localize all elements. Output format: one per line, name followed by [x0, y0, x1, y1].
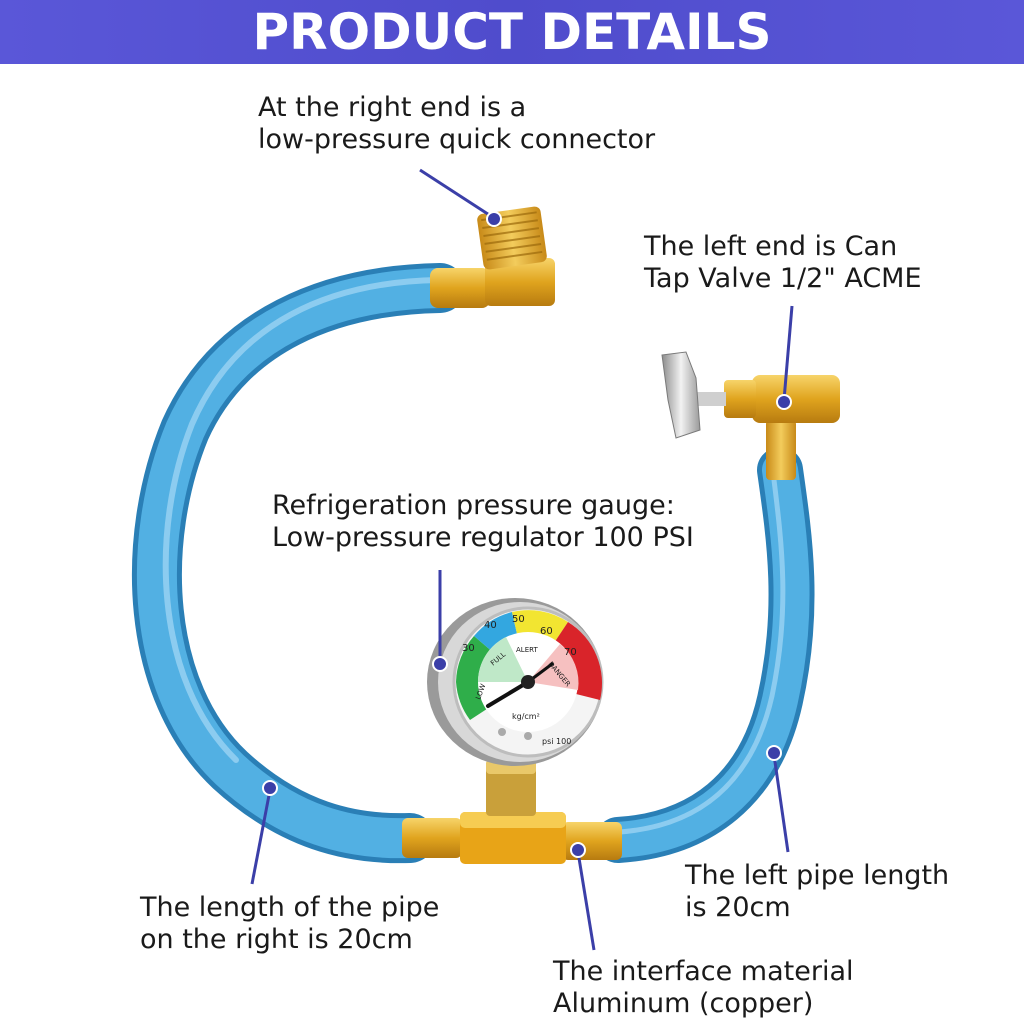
callout-left-pipe-line2: is 20cm	[685, 892, 791, 923]
callout-interface-line1: The interface material	[553, 956, 854, 987]
banner-title: PRODUCT DETAILS	[252, 3, 772, 61]
callout-lines	[250, 168, 794, 951]
callout-gauge-line2: Low-pressure regulator 100 PSI	[272, 522, 694, 553]
callout-gauge: Refrigeration pressure gauge: Low-pressu…	[272, 490, 694, 554]
callout-left-end-line2: Tap Valve 1/2" ACME	[644, 263, 922, 294]
can-tap-valve	[661, 351, 840, 480]
callout-gauge-line1: Refrigeration pressure gauge:	[272, 490, 675, 521]
callout-left-end-line1: The left end is Can	[644, 231, 898, 262]
callout-interface-line2: Aluminum (copper)	[553, 988, 814, 1019]
callout-interface: The interface material Aluminum (copper)	[553, 956, 854, 1020]
callout-right-pipe-line2: on the right is 20cm	[140, 924, 413, 955]
gauge-unit-psi: psi 100	[542, 737, 571, 746]
callout-left-end: The left end is Can Tap Valve 1/2" ACME	[644, 231, 922, 295]
callout-right-pipe-line1: The length of the pipe	[140, 892, 440, 923]
callout-right-pipe: The length of the pipe on the right is 2…	[140, 892, 439, 956]
callout-right-end-line2: low-pressure quick connector	[258, 124, 656, 155]
callout-right-end: At the right end is a low-pressure quick…	[258, 92, 655, 156]
callout-left-pipe-line1: The left pipe length	[685, 860, 950, 891]
gauge-number-30: 30	[462, 643, 475, 654]
gauge-number-60: 60	[540, 626, 553, 637]
gauge-number-50: 50	[512, 614, 525, 625]
callout-right-end-line1: At the right end is a	[258, 92, 527, 123]
callout-left-pipe: The left pipe length is 20cm	[685, 860, 949, 924]
pressure-gauge: 30 40 50 60 70 LOW FULL ALERT DANGER kg/…	[427, 598, 604, 766]
header-banner: PRODUCT DETAILS	[0, 0, 1024, 64]
gauge-number-40: 40	[484, 620, 497, 631]
tee-fitting	[460, 760, 566, 864]
left-hose	[595, 447, 815, 863]
gauge-unit-kg: kg/cm²	[512, 712, 540, 721]
gauge-number-70: 70	[564, 647, 577, 658]
right-hose	[131, 263, 465, 864]
quick-connector	[430, 206, 555, 308]
gauge-zone-alert: ALERT	[516, 646, 538, 654]
